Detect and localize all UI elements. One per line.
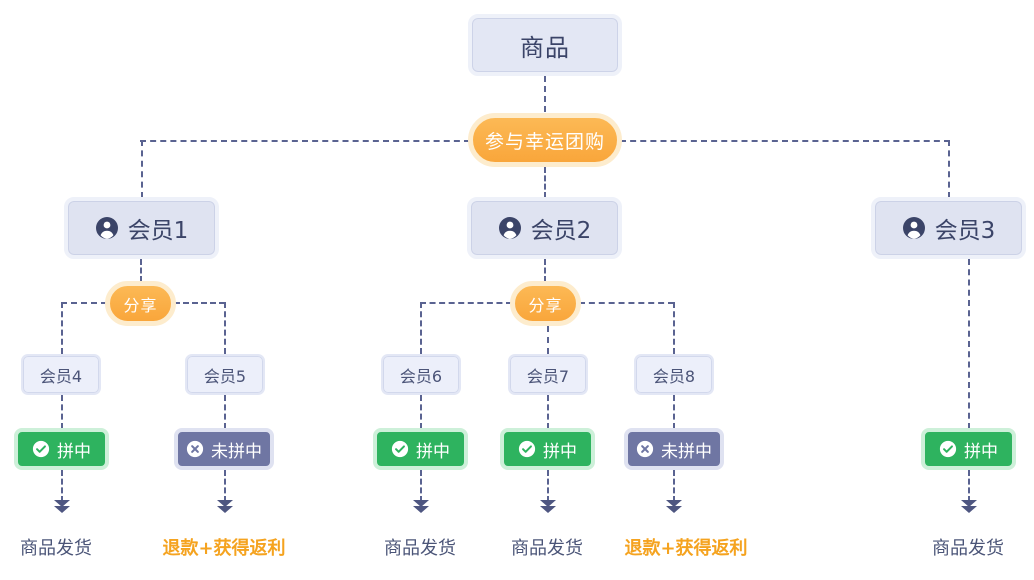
user-icon xyxy=(95,217,118,239)
arrowhead-outcome-8 xyxy=(666,500,682,514)
status-badge-member-4-label: 拼中 xyxy=(57,441,91,462)
node-sub-member-8[interactable]: 会员8 xyxy=(634,354,714,395)
pill-share-1-label: 分享 xyxy=(123,295,158,315)
node-sub-member-4[interactable]: 会员4 xyxy=(21,354,101,395)
connector-bus-to-member3 xyxy=(948,140,950,198)
node-sub-member-8-label: 会员8 xyxy=(652,366,696,386)
node-product-label: 商品 xyxy=(520,33,570,62)
node-member-3-label: 会员3 xyxy=(934,218,996,244)
connector-share2-to-member6 xyxy=(420,302,422,354)
connector-share2-to-member8 xyxy=(673,302,675,354)
outcome-label-member-8: 退款+获得返利 xyxy=(624,534,747,560)
check-circle-icon xyxy=(391,440,409,458)
connector-member5-to-status xyxy=(224,395,226,429)
status-badge-member-6-label: 拼中 xyxy=(416,441,450,462)
outcome-text: 商品发货 xyxy=(384,538,456,559)
arrowhead-outcome-6 xyxy=(413,500,429,514)
outcome-label-member-7: 商品发货 xyxy=(511,534,583,560)
connector-share1-to-member5 xyxy=(224,302,226,354)
connector-member2-to-share xyxy=(544,259,546,282)
outcome-label-member-4: 商品发货 xyxy=(20,534,92,560)
connector-share1-bus-right xyxy=(174,302,225,304)
node-member-2[interactable]: 会员2 xyxy=(467,197,622,259)
status-badge-member-5-label: 未拼中 xyxy=(211,441,262,462)
connector-member1-to-share xyxy=(140,259,142,282)
check-circle-icon xyxy=(32,440,50,458)
node-sub-member-4-label: 会员4 xyxy=(39,366,83,386)
status-badge-member-3-label: 拼中 xyxy=(964,441,998,462)
node-sub-member-7[interactable]: 会员7 xyxy=(508,354,588,395)
connector-bus-to-member1 xyxy=(141,140,143,198)
outcome-text: 退款+获得返利 xyxy=(624,538,748,559)
connector-status4-to-outcome xyxy=(61,470,63,502)
connector-member8-to-status xyxy=(673,395,675,429)
x-circle-icon xyxy=(186,440,204,458)
node-member-1[interactable]: 会员1 xyxy=(64,197,219,259)
arrowhead-outcome-5 xyxy=(217,500,233,514)
connector-member7-to-status xyxy=(547,395,549,429)
outcome-text: 商品发货 xyxy=(20,538,92,559)
outcome-text: 商品发货 xyxy=(932,538,1004,559)
user-icon xyxy=(902,217,925,239)
node-member-1-label: 会员1 xyxy=(127,218,189,244)
check-circle-icon xyxy=(518,440,536,458)
connector-status6-to-outcome xyxy=(420,470,422,502)
connector-share2-bus-right xyxy=(579,302,674,304)
pill-join-label: 参与幸运团购 xyxy=(484,130,605,153)
node-sub-member-6-label: 会员6 xyxy=(399,366,443,386)
connector-share2-bus-left xyxy=(420,302,512,304)
connector-bus-to-member2 xyxy=(544,167,546,198)
status-badge-member-5[interactable]: 未拼中 xyxy=(174,428,274,470)
status-badge-member-4[interactable]: 拼中 xyxy=(14,428,109,470)
outcome-label-member-3: 商品发货 xyxy=(932,534,1004,560)
pill-share-member-1[interactable]: 分享 xyxy=(105,281,176,326)
status-badge-member-6[interactable]: 拼中 xyxy=(373,428,468,470)
outcome-text: 退款+获得返利 xyxy=(162,538,286,559)
connector-join-bus-left xyxy=(140,140,470,142)
connector-member4-to-status xyxy=(61,395,63,429)
node-sub-member-5[interactable]: 会员5 xyxy=(185,354,265,395)
node-member-3[interactable]: 会员3 xyxy=(871,197,1026,259)
user-icon xyxy=(498,217,521,239)
node-sub-member-5-label: 会员5 xyxy=(203,366,247,386)
connector-share2-to-member7 xyxy=(547,326,549,354)
node-member-2-label: 会员2 xyxy=(530,218,592,244)
status-badge-member-3[interactable]: 拼中 xyxy=(921,428,1016,470)
check-circle-icon xyxy=(939,440,957,458)
connector-status5-to-outcome xyxy=(224,470,226,502)
connector-member6-to-status xyxy=(420,395,422,429)
x-circle-icon xyxy=(636,440,654,458)
pill-share-member-2[interactable]: 分享 xyxy=(510,281,581,326)
pill-join-group-buy[interactable]: 参与幸运团购 xyxy=(468,113,622,167)
status-badge-member-8-label: 未拼中 xyxy=(661,441,712,462)
arrowhead-outcome-7 xyxy=(540,500,556,514)
arrowhead-outcome-4 xyxy=(54,500,70,514)
connector-share1-bus-left xyxy=(61,302,107,304)
status-badge-member-8[interactable]: 未拼中 xyxy=(624,428,724,470)
outcome-label-member-6: 商品发货 xyxy=(384,534,456,560)
outcome-text: 商品发货 xyxy=(511,538,583,559)
connector-status8-to-outcome xyxy=(673,470,675,502)
node-product[interactable]: 商品 xyxy=(468,14,622,76)
node-sub-member-7-label: 会员7 xyxy=(526,366,570,386)
connector-status7-to-outcome xyxy=(547,470,549,502)
connector-product-to-join xyxy=(544,76,546,112)
connector-member3-to-status xyxy=(968,259,970,429)
connector-share1-to-member4 xyxy=(61,302,63,354)
status-badge-member-7[interactable]: 拼中 xyxy=(500,428,595,470)
connector-join-bus-right xyxy=(620,140,950,142)
pill-share-2-label: 分享 xyxy=(528,295,563,315)
status-badge-member-7-label: 拼中 xyxy=(543,441,577,462)
node-sub-member-6[interactable]: 会员6 xyxy=(381,354,461,395)
outcome-label-member-5: 退款+获得返利 xyxy=(162,534,285,560)
arrowhead-outcome-3 xyxy=(961,500,977,514)
connector-status3-to-outcome xyxy=(968,470,970,502)
